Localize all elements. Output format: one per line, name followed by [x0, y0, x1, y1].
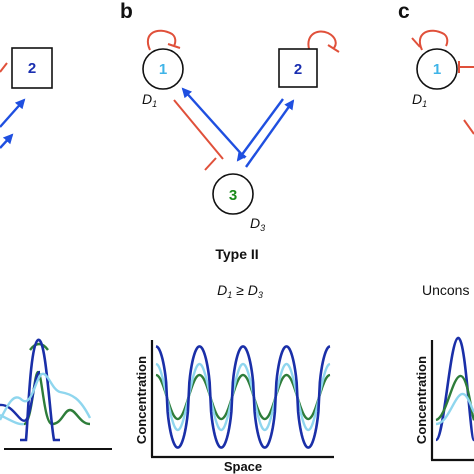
d3-label: D3: [250, 215, 265, 233]
activation-arrow-3-to-2: [245, 99, 295, 168]
activation-arrow-a2: [0, 133, 14, 149]
inhibition-edge-3-to-1: [173, 99, 224, 160]
inhibition-bar-3-to-1: [204, 157, 217, 171]
inhibition-edge-fragment-c2: [463, 119, 474, 135]
condition-label: D1 ≥ D3: [217, 282, 263, 300]
plot-a: [0, 338, 112, 450]
self-inhibition-bar-2: [327, 44, 340, 53]
plot-c-light: [435, 392, 474, 426]
self-inhibition-loop-c1: [419, 29, 449, 51]
node-1-circle-c: [416, 48, 458, 90]
plot-b-x-label: Space: [224, 459, 262, 474]
plot-c-y-label: Concentration: [414, 356, 429, 444]
activation-arrow-3-to-1: [181, 87, 246, 159]
plot-a-green-peak: [29, 342, 49, 351]
condition-label-c: Uncons: [422, 282, 469, 298]
self-inhibition-loop-2: [307, 30, 337, 53]
plot-a-series-darkblue-left: [0, 370, 42, 422]
plot-a-series-green: [23, 370, 91, 426]
panel-b-letter: b: [120, 0, 133, 23]
node-3-circle: [212, 173, 254, 215]
plot-b-series-0: [155, 345, 331, 449]
node-2-square: [278, 48, 318, 88]
activation-arrow-a1: [0, 98, 26, 128]
plot-b-series-2: [155, 373, 331, 421]
self-inhibition-bar-1: [167, 43, 181, 49]
type-label: Type II: [215, 246, 258, 262]
plot-a-light-wave: [0, 372, 92, 421]
plot-c: Concentration: [414, 336, 474, 462]
panel-b: b 1 D1 2 3 D3 Type II D1 ≥ D3 Concentra: [120, 0, 340, 474]
panel-c: c 1 D1 Uncons Concentration: [398, 0, 474, 462]
node-3-label: 3: [229, 187, 237, 204]
node-2-label: 2: [294, 61, 302, 78]
d1-label: D1: [142, 91, 157, 109]
inhibition-edge-fragment-a: [0, 62, 8, 73]
panel-a: 2: [0, 47, 112, 450]
plot-a-darkblue-peak: [20, 338, 60, 442]
activation-arrow-2-to-3: [236, 98, 284, 162]
node-1-label: 1: [159, 61, 167, 78]
plot-b-y-label: Concentration: [134, 356, 149, 444]
node-2-square-a: [11, 47, 53, 89]
self-inhibition-loop-1: [147, 29, 177, 51]
plot-b-series-1: [155, 362, 331, 432]
d1-label-c: D1: [412, 91, 427, 109]
node-1-circle: [142, 48, 184, 90]
node-2-label-a: 2: [28, 60, 36, 77]
self-inhibition-bar-c1: [411, 37, 421, 48]
plot-b: Concentration Space: [134, 340, 334, 474]
plot-c-darkblue: [434, 336, 474, 442]
panel-c-letter: c: [398, 0, 410, 23]
node-1-label-c: 1: [433, 61, 441, 78]
